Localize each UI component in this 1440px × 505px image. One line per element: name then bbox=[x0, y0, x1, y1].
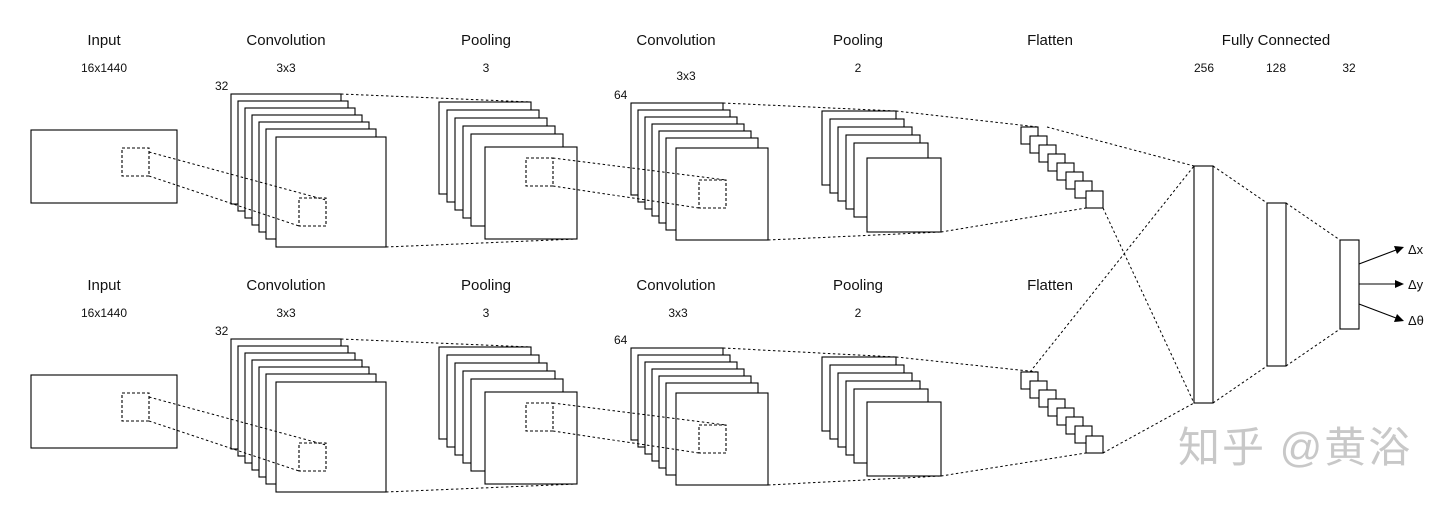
stage-param-pool1: 3 bbox=[483, 61, 490, 75]
fc-title: Fully Connected bbox=[1222, 32, 1330, 49]
fc-layer-128 bbox=[1266, 202, 1287, 367]
pool1-feature-maps bbox=[438, 346, 578, 485]
input-kernel-window bbox=[121, 392, 150, 422]
stage-param-pool2: 2 bbox=[855, 306, 862, 320]
pool1-feature-maps bbox=[438, 101, 578, 240]
conv2-feature-maps bbox=[630, 102, 769, 241]
stage-param-conv1: 3x3 bbox=[276, 306, 296, 320]
branch-top: Input 16x1440 Convolution 3x3 Pooling 3 … bbox=[30, 32, 1104, 248]
arrowhead-icon bbox=[1394, 246, 1404, 254]
stage-title-input: Input bbox=[87, 277, 121, 294]
top-connectors bbox=[148, 93, 1087, 248]
stage-param-conv1: 3x3 bbox=[276, 61, 296, 75]
stage-title-flatten: Flatten bbox=[1027, 32, 1073, 49]
conv1-feature-maps bbox=[230, 338, 387, 493]
stage-title-input: Input bbox=[87, 32, 121, 49]
conv2-kernel-window bbox=[698, 424, 727, 454]
output-dtheta: Δθ bbox=[1408, 313, 1424, 328]
stage-title-pool2: Pooling bbox=[833, 277, 883, 294]
fc-layer-256 bbox=[1193, 165, 1214, 404]
stage-param-pool2: 2 bbox=[855, 61, 862, 75]
fc-layer-size-128: 128 bbox=[1266, 61, 1286, 75]
pool2-feature-maps bbox=[821, 356, 942, 477]
output-arrows bbox=[1358, 246, 1404, 322]
pool1-kernel-window bbox=[525, 157, 554, 187]
conv2-kernel-window bbox=[698, 179, 727, 209]
pool1-kernel-window bbox=[525, 402, 554, 432]
stage-title-pool1: Pooling bbox=[461, 277, 511, 294]
conv1-filter-count: 32 bbox=[215, 79, 229, 93]
stage-title-pool1: Pooling bbox=[461, 32, 511, 49]
conv2-filter-count: 64 bbox=[614, 88, 628, 102]
fc-layer-size-256: 256 bbox=[1194, 61, 1214, 75]
arrowhead-icon bbox=[1395, 280, 1404, 288]
conv1-filter-count: 32 bbox=[215, 324, 229, 338]
fully-connected-section: Fully Connected 256 128 32 Δx Δy Δθ bbox=[1029, 32, 1424, 454]
stage-title-conv1: Convolution bbox=[246, 277, 325, 294]
pool2-feature-maps bbox=[821, 110, 942, 233]
stage-param-conv2: 3x3 bbox=[668, 306, 688, 320]
stage-param-input: 16x1440 bbox=[81, 61, 127, 75]
conv1-kernel-window bbox=[298, 197, 327, 227]
bottom-connectors bbox=[148, 338, 1087, 493]
input-kernel-window bbox=[121, 147, 150, 177]
conv2-feature-maps bbox=[630, 347, 769, 486]
arrowhead-icon bbox=[1394, 314, 1404, 322]
stage-title-flatten: Flatten bbox=[1027, 277, 1073, 294]
output-dx: Δx bbox=[1408, 242, 1424, 257]
fc-layer-32 bbox=[1339, 239, 1360, 330]
watermark: 知乎 @黄浴 bbox=[1178, 424, 1412, 471]
fc-layer-size-32: 32 bbox=[1342, 61, 1356, 75]
flatten-to-fc-connectors bbox=[1029, 126, 1341, 454]
output-dy: Δy bbox=[1408, 277, 1424, 292]
stage-title-pool2: Pooling bbox=[833, 32, 883, 49]
input-box bbox=[30, 129, 178, 204]
conv1-feature-maps bbox=[230, 93, 387, 248]
conv1-kernel-window bbox=[298, 442, 327, 472]
flatten-vector bbox=[1020, 371, 1104, 454]
stage-title-conv1: Convolution bbox=[246, 32, 325, 49]
stage-param-input: 16x1440 bbox=[81, 306, 127, 320]
stage-title-conv2: Convolution bbox=[636, 277, 715, 294]
branch-bottom: Input 16x1440 Convolution 3x3 Pooling 3 … bbox=[30, 277, 1104, 493]
stage-title-conv2: Convolution bbox=[636, 32, 715, 49]
stage-param-conv2: 3x3 bbox=[676, 69, 696, 83]
conv2-filter-count: 64 bbox=[614, 333, 628, 347]
stage-param-pool1: 3 bbox=[483, 306, 490, 320]
flatten-vector bbox=[1020, 126, 1104, 209]
input-box bbox=[30, 374, 178, 449]
